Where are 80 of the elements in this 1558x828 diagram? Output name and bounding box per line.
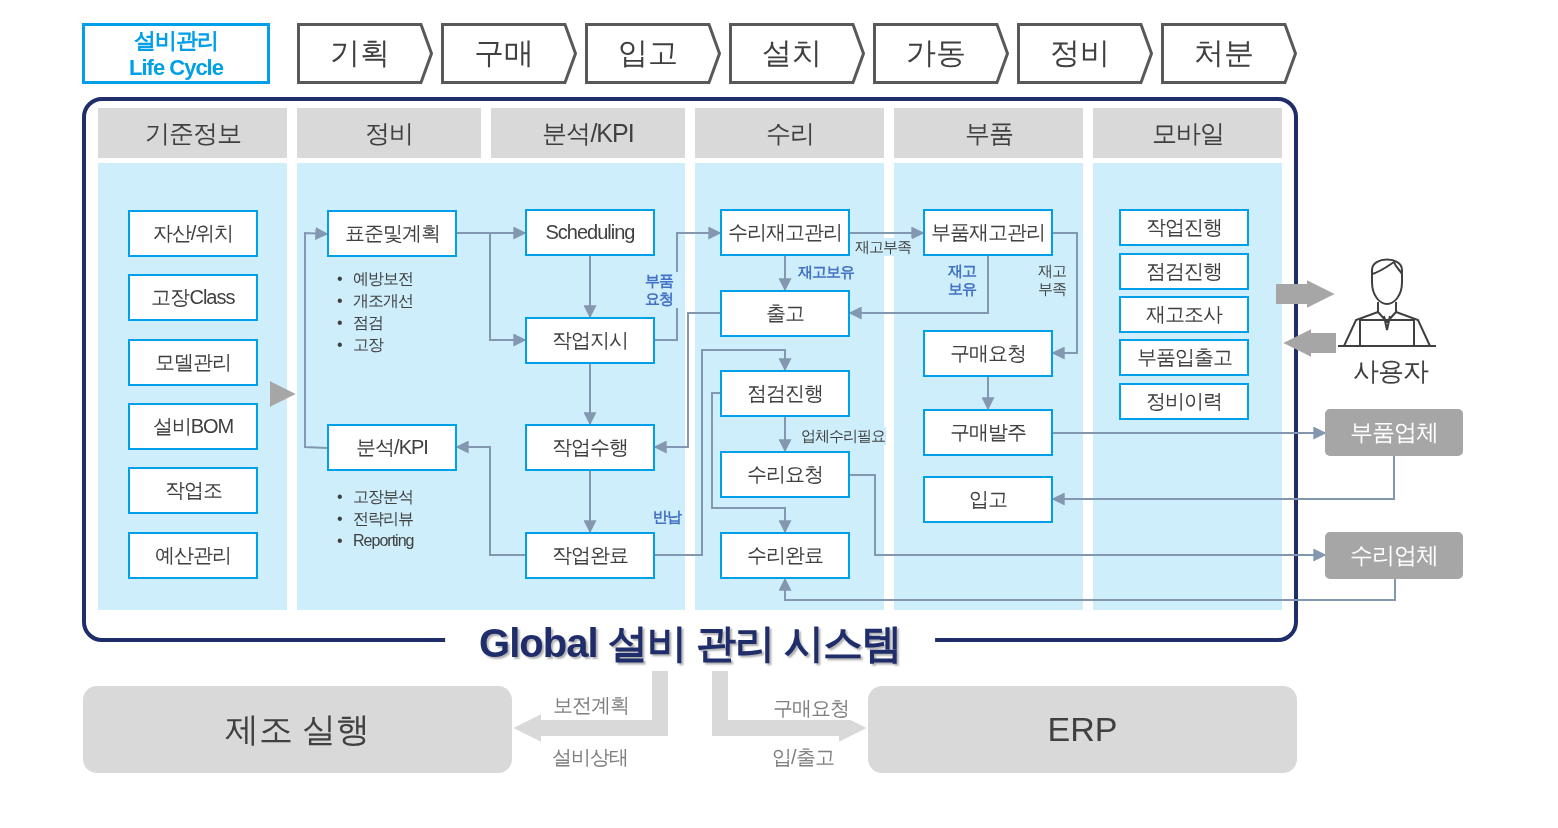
user-label: 사용자 <box>1351 355 1429 388</box>
process-box: 재고조사 <box>1119 296 1249 333</box>
process-box: 출고 <box>720 290 850 337</box>
lifecycle-label-box: 설비관리 Life Cycle <box>82 23 270 84</box>
process-box: 입고 <box>923 476 1053 523</box>
process-box: 설비BOM <box>128 403 258 450</box>
edge-label: 업체수리필요 <box>800 427 886 445</box>
column-header: 부품 <box>894 108 1083 163</box>
arrow <box>778 416 792 453</box>
arrow <box>981 376 995 411</box>
swimlane-column <box>98 108 287 610</box>
chevron-step: 가동 <box>873 23 1009 84</box>
arrow <box>583 363 597 426</box>
list-item: • 고장분석 <box>337 487 414 507</box>
chevron-step: 기획 <box>297 23 433 84</box>
arrow-label: 설비상태 <box>552 745 628 770</box>
swimlane-column <box>1093 108 1282 610</box>
edge-label: 재고보유 <box>797 263 855 281</box>
process-box: 자산/위치 <box>128 210 258 257</box>
process-box: 수리완료 <box>720 532 850 579</box>
arrow <box>778 577 1396 601</box>
vendor-box: 부품업체 <box>1325 409 1463 456</box>
process-box: 작업진행 <box>1119 209 1249 246</box>
process-box: 부품입출고 <box>1119 339 1249 376</box>
process-box: 작업수행 <box>525 424 655 471</box>
process-box: Scheduling <box>525 209 655 256</box>
chevron-step: 설치 <box>729 23 865 84</box>
edge-label: 반납 <box>652 508 682 526</box>
list-item: • 예방보전 <box>337 269 414 289</box>
process-box: 부품재고관리 <box>923 209 1053 256</box>
arrow <box>583 470 597 534</box>
chevron-step: 처분 <box>1161 23 1297 84</box>
arrow <box>778 255 792 292</box>
block-arrow <box>1276 280 1335 308</box>
process-box: 구매요청 <box>923 330 1053 377</box>
list-item: • 개조개선 <box>337 291 414 311</box>
edge-label: 재고 부족 <box>1035 262 1069 298</box>
arrow <box>849 226 925 240</box>
process-box: 점검진행 <box>720 370 850 417</box>
process-box: 예산관리 <box>128 532 258 579</box>
edge-label: 재고 보유 <box>945 262 979 298</box>
column-header: 정비 <box>297 108 491 163</box>
process-box: 작업조 <box>128 467 258 514</box>
process-box: 고장Class <box>128 274 258 321</box>
arrow-label: 입/출고 <box>772 745 834 770</box>
edge-label: 재고부족 <box>854 238 912 256</box>
arrow <box>849 474 1327 562</box>
arrow <box>1052 426 1327 440</box>
chevron-step: 입고 <box>585 23 721 84</box>
chevron-step: 구매 <box>441 23 577 84</box>
list-item: • 점검 <box>337 313 385 333</box>
process-box: 작업지시 <box>525 317 655 364</box>
process-box: 작업완료 <box>525 532 655 579</box>
swimlane-column <box>297 108 685 610</box>
chevron-step: 정비 <box>1017 23 1153 84</box>
list-item: • Reporting <box>337 531 414 551</box>
arrow <box>583 255 597 319</box>
system-block: ERP <box>868 686 1297 773</box>
list-item: • 전략리뷰 <box>337 509 414 529</box>
arrow <box>304 227 329 449</box>
process-box: 수리재고관리 <box>720 209 850 256</box>
process-box: 구매발주 <box>923 409 1053 456</box>
arrow <box>456 232 527 347</box>
arrow <box>711 392 792 534</box>
process-box: 표준및계획 <box>327 210 457 257</box>
column-header: 분석/KPI <box>491 108 685 163</box>
block-arrow <box>269 381 296 407</box>
process-box: 수리요청 <box>720 451 850 498</box>
column-header: 모바일 <box>1093 108 1282 163</box>
arrow <box>654 349 792 556</box>
block-arrow <box>1283 329 1336 357</box>
system-block: 제조 실행 <box>83 686 512 773</box>
column-header: 수리 <box>695 108 884 163</box>
vendor-box: 수리업체 <box>1325 532 1463 579</box>
process-box: 모델관리 <box>128 339 258 386</box>
list-item: • 고장 <box>337 335 385 355</box>
column-header: 기준정보 <box>98 108 287 163</box>
process-box: 점검진행 <box>1119 253 1249 290</box>
process-box: 정비이력 <box>1119 383 1249 420</box>
process-box: 분석/KPI <box>327 424 457 471</box>
